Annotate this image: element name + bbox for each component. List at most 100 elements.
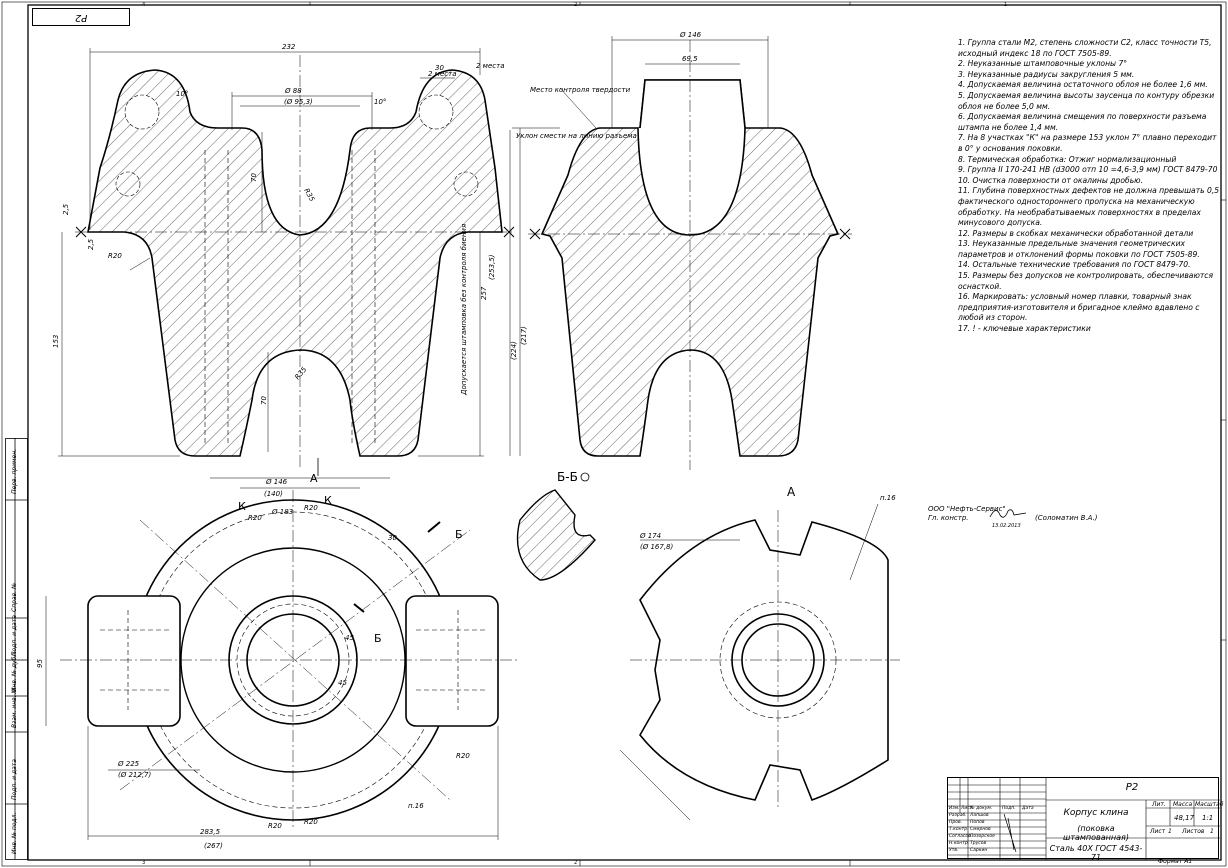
person: Попов: [970, 820, 985, 825]
col-label: Подп.: [1002, 806, 1016, 811]
sheets-label: Листов: [1182, 828, 1205, 835]
approver-role: Гл. констр.: [928, 514, 969, 522]
dim-text: (Ø 95,3): [284, 98, 313, 106]
k-label: К: [324, 494, 332, 507]
note: 14. Остальные технические требования по …: [958, 260, 1191, 270]
approver-name: (Соломатин В.А.): [1035, 514, 1098, 522]
view-arrow-label: А: [310, 472, 318, 485]
dim-text: 30: [435, 64, 444, 72]
view-a: Ø 174 (Ø 167,8) п.16 А: [619, 485, 900, 821]
dim-text: (Ø 212,7): [118, 771, 152, 779]
stamp-perv: Перв. примен.: [11, 448, 18, 494]
stamp-sprav: Справ. №: [11, 582, 18, 612]
zone-number: 2: [574, 2, 577, 8]
col-label: № докум.: [970, 806, 993, 811]
dim-text: R35: [302, 187, 316, 203]
dim-text: Ø 88: [284, 87, 302, 95]
dim-text: (267): [204, 842, 223, 850]
note: 2. Неуказанные штамповочные уклоны 7°: [958, 59, 1128, 69]
side-stamp-grid: [5, 438, 28, 860]
dim-text: п.16: [408, 802, 424, 810]
dim-text: 232: [282, 43, 296, 51]
bore-circle: [453, 171, 479, 197]
dim-text: Ø 146: [679, 31, 702, 39]
sheet-no: 1: [1168, 828, 1172, 835]
dim-text: R35: [293, 365, 308, 381]
dim-text: R20: [108, 252, 122, 260]
dim-text: (217): [520, 326, 528, 345]
dim-text: Допускается штамповка без контроля биени…: [460, 224, 468, 396]
boss-top: [639, 79, 746, 129]
zone-number: 3: [142, 860, 145, 866]
person: Позорское: [970, 834, 995, 839]
dim-text: Ø 225: [117, 760, 140, 768]
row-label: Пров.: [949, 820, 963, 825]
stamp-podp2: Подп. и дата: [11, 759, 18, 800]
stamp-inv-podl: Инв. № подл.: [11, 812, 18, 854]
dim-text: п.16: [880, 494, 896, 502]
note: 17. ! - ключевые характеристики: [958, 324, 1091, 334]
person: Лапшов: [970, 813, 989, 818]
dim-text: 2,5: [62, 203, 70, 215]
dim-text: R20: [304, 818, 318, 826]
dim-text: Ø 183: [271, 508, 293, 516]
stamp-podp1: Подп. и дата: [11, 615, 18, 656]
row-label: Н.контр.: [949, 841, 970, 846]
dim-text: R20: [268, 822, 282, 830]
section-title: Б-Б: [557, 470, 578, 484]
section-bb-shape: [516, 489, 596, 581]
cut-mark: [353, 521, 441, 613]
dim-text: 45: [345, 634, 354, 642]
dim-text: 95: [36, 659, 44, 668]
col-label: Дата: [1022, 806, 1034, 811]
note: 8. Термическая обработка: Отжиг нормализ…: [958, 154, 1177, 164]
technical-notes: 1. Группа стали М2, степень сложности С2…: [958, 38, 1220, 335]
note: 11. Глубина поверхностных дефектов не до…: [958, 186, 1220, 228]
zone-number: 2: [574, 860, 577, 866]
k-label: К: [238, 500, 246, 513]
dim-text: (224): [510, 341, 518, 360]
dim-text: 10°: [374, 98, 386, 106]
dim-text: R20: [304, 504, 318, 512]
dim-text: (Ø 167,8): [640, 543, 674, 551]
drawing-code: Р2: [1125, 782, 1139, 793]
note: 7. На 8 участках "К" на размере 153 укло…: [958, 133, 1217, 153]
view-title: А: [787, 485, 796, 499]
row-label: Т.контр.: [949, 827, 969, 832]
stamp-inv-dubl: Инв. № дубл.: [11, 650, 18, 692]
bore-circle: [115, 171, 141, 197]
lug-right: [405, 595, 499, 727]
bore-circle: [124, 94, 160, 130]
flash-mark: [75, 226, 515, 238]
person: Саркин: [970, 848, 988, 853]
machined-contour: [204, 150, 376, 445]
dim-text: 70: [250, 173, 258, 182]
dim-text: 2 места: [476, 62, 504, 70]
dim-text: Ø 146: [265, 478, 288, 486]
scale-value: 1:1: [1202, 814, 1214, 822]
section-bb: [516, 472, 596, 581]
dim-text: 257: [480, 286, 488, 300]
approval-date: 13.02.2013: [992, 523, 1021, 529]
part-name: Корпус клина: [1063, 808, 1129, 818]
note: 13. Неуказанные предельные значения геом…: [958, 239, 1200, 259]
bore-circle: [418, 94, 454, 130]
corner-code: Р2: [74, 12, 88, 23]
cut-label: Б: [374, 632, 382, 645]
dim-text: R20: [456, 752, 470, 760]
sheet-label: Лист: [1150, 828, 1166, 835]
front-section-view: 232 30 2 места 2 места Ø 88 (Ø 95,3) 70 …: [52, 43, 515, 498]
dim-text: 45: [338, 679, 347, 687]
note: 10. Очистка поверхности от окалины дробь…: [958, 175, 1143, 185]
front-section-outline: [87, 69, 503, 457]
note: 15. Размеры без допусков не контролирова…: [958, 271, 1214, 291]
mass-label: Масса: [1173, 801, 1193, 808]
row-label: Утв.: [949, 848, 959, 853]
person: Смирнов: [970, 827, 991, 832]
sheet-format: Формат А1: [1158, 858, 1193, 865]
note: 5. Допускаемая величина высоты заусенца …: [958, 90, 1215, 111]
note: 6. Допускаемая величина смещения по пове…: [958, 112, 1207, 132]
row-label: Изм.: [949, 806, 960, 811]
lit-label: Лит.: [1152, 801, 1166, 808]
note: 1. Группа стали М2, степень сложности С2…: [958, 38, 1212, 58]
